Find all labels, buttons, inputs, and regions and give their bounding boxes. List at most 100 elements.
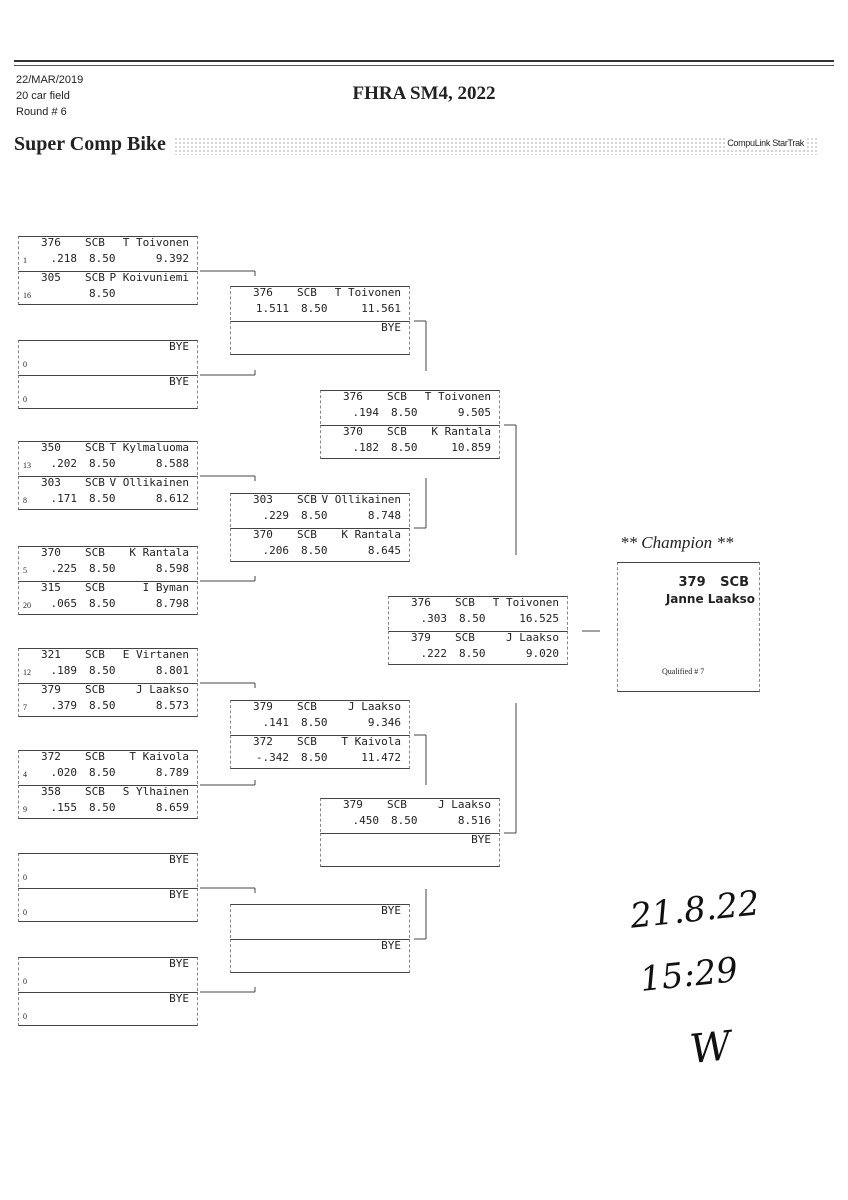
slot-name: T Toivonen [424, 390, 491, 403]
slot-cls: SCB [85, 271, 105, 284]
event-title: FHRA SM4, 2022 [352, 83, 496, 104]
slot-rt: .194 [352, 406, 380, 419]
slot-seed: 0 [23, 1012, 27, 1021]
slot-seed: 0 [23, 977, 27, 986]
slot-seed: 8 [23, 496, 27, 505]
slot-dial: 8.50 [301, 751, 328, 764]
slot-car: 303 [41, 476, 61, 489]
champion-box: 379 SCB Janne Laakso Qualified # 7 [617, 562, 760, 692]
slot-seed: 5 [23, 566, 27, 575]
champion-name: Janne Laakso [665, 592, 755, 606]
slot-seed: 9 [23, 805, 27, 814]
slot-cls: SCB [85, 785, 105, 798]
handwritten-signature: W [687, 1022, 734, 1074]
slot-et: 8.801 [155, 664, 189, 677]
slot-dial: 8.50 [459, 612, 486, 625]
slot-name: BYE [169, 375, 189, 388]
slot-car: 305 [41, 271, 61, 284]
slot-dial: 8.50 [89, 699, 116, 712]
slot-name: T Toivonen [334, 286, 401, 299]
slot-car: 370 [41, 546, 61, 559]
slot-seed: 12 [23, 668, 31, 677]
slot-dial: 8.50 [391, 406, 418, 419]
slot-rt: .222 [420, 647, 448, 660]
slot-cls: SCB [85, 476, 105, 489]
slot-seed: 16 [23, 291, 31, 300]
slot-rt: .303 [420, 612, 448, 625]
slot-car: 350 [41, 441, 61, 454]
slot-rt: .182 [352, 441, 380, 454]
slot-cls: SCB [297, 735, 317, 748]
slot-rt: 1.511 [255, 302, 289, 315]
field-size: 20 car field [16, 90, 70, 102]
slot-seed: 20 [23, 601, 31, 610]
slot-seed: 13 [23, 461, 31, 470]
slot-et: 8.612 [155, 492, 189, 505]
slot-rt: .379 [50, 699, 78, 712]
champion-car-class: 379 SCB [678, 575, 749, 590]
slot-cls: SCB [85, 236, 105, 249]
slot-et: 11.561 [361, 302, 401, 315]
slot-et: 9.392 [155, 252, 189, 265]
slot-cls: SCB [387, 798, 407, 811]
slot-name: BYE [381, 939, 401, 952]
slot-et: 8.659 [155, 801, 189, 814]
slot-cls: SCB [85, 581, 105, 594]
slot-name: J Laakso [348, 700, 401, 713]
slot-dial: 8.50 [301, 302, 328, 315]
slot-rt: .141 [262, 716, 290, 729]
slot-name: K Rantala [431, 425, 491, 438]
slot-name: T Kaivola [129, 750, 189, 763]
slot-dial: 8.50 [89, 492, 116, 505]
slot-et: 9.020 [525, 647, 559, 660]
slot-dial: 8.50 [391, 441, 418, 454]
slot-cls: SCB [455, 631, 475, 644]
slot-cls: SCB [297, 700, 317, 713]
slot-name: BYE [381, 904, 401, 917]
slot-name: BYE [381, 321, 401, 334]
slot-car: 379 [343, 798, 363, 811]
header-rule-thin [14, 65, 834, 66]
header-rule [14, 60, 834, 62]
slot-rt: .065 [50, 597, 78, 610]
slot-et: 16.525 [519, 612, 559, 625]
slot-name: J Laakso [438, 798, 491, 811]
slot-dial: 8.50 [301, 509, 328, 522]
brand-label: CompuLink StarTrak [726, 138, 805, 148]
slot-cls: SCB [297, 528, 317, 541]
slot-car: 376 [41, 236, 61, 249]
slot-dial: 8.50 [89, 457, 116, 470]
slot-name: V Ollikainen [321, 493, 401, 506]
slot-name: T Kaivola [341, 735, 401, 748]
slot-et: 8.798 [155, 597, 189, 610]
slot-et: 8.516 [457, 814, 491, 827]
slot-dial: 8.50 [391, 814, 418, 827]
slot-car: 372 [253, 735, 273, 748]
slot-car: 376 [343, 390, 363, 403]
slot-seed: 0 [23, 873, 27, 882]
slot-et: 10.859 [451, 441, 491, 454]
slot-cls: SCB [85, 546, 105, 559]
slot-et: 9.505 [457, 406, 491, 419]
slot-name: T Toivonen [122, 236, 189, 249]
slot-dial: 8.50 [89, 597, 116, 610]
slot-et: 8.573 [155, 699, 189, 712]
